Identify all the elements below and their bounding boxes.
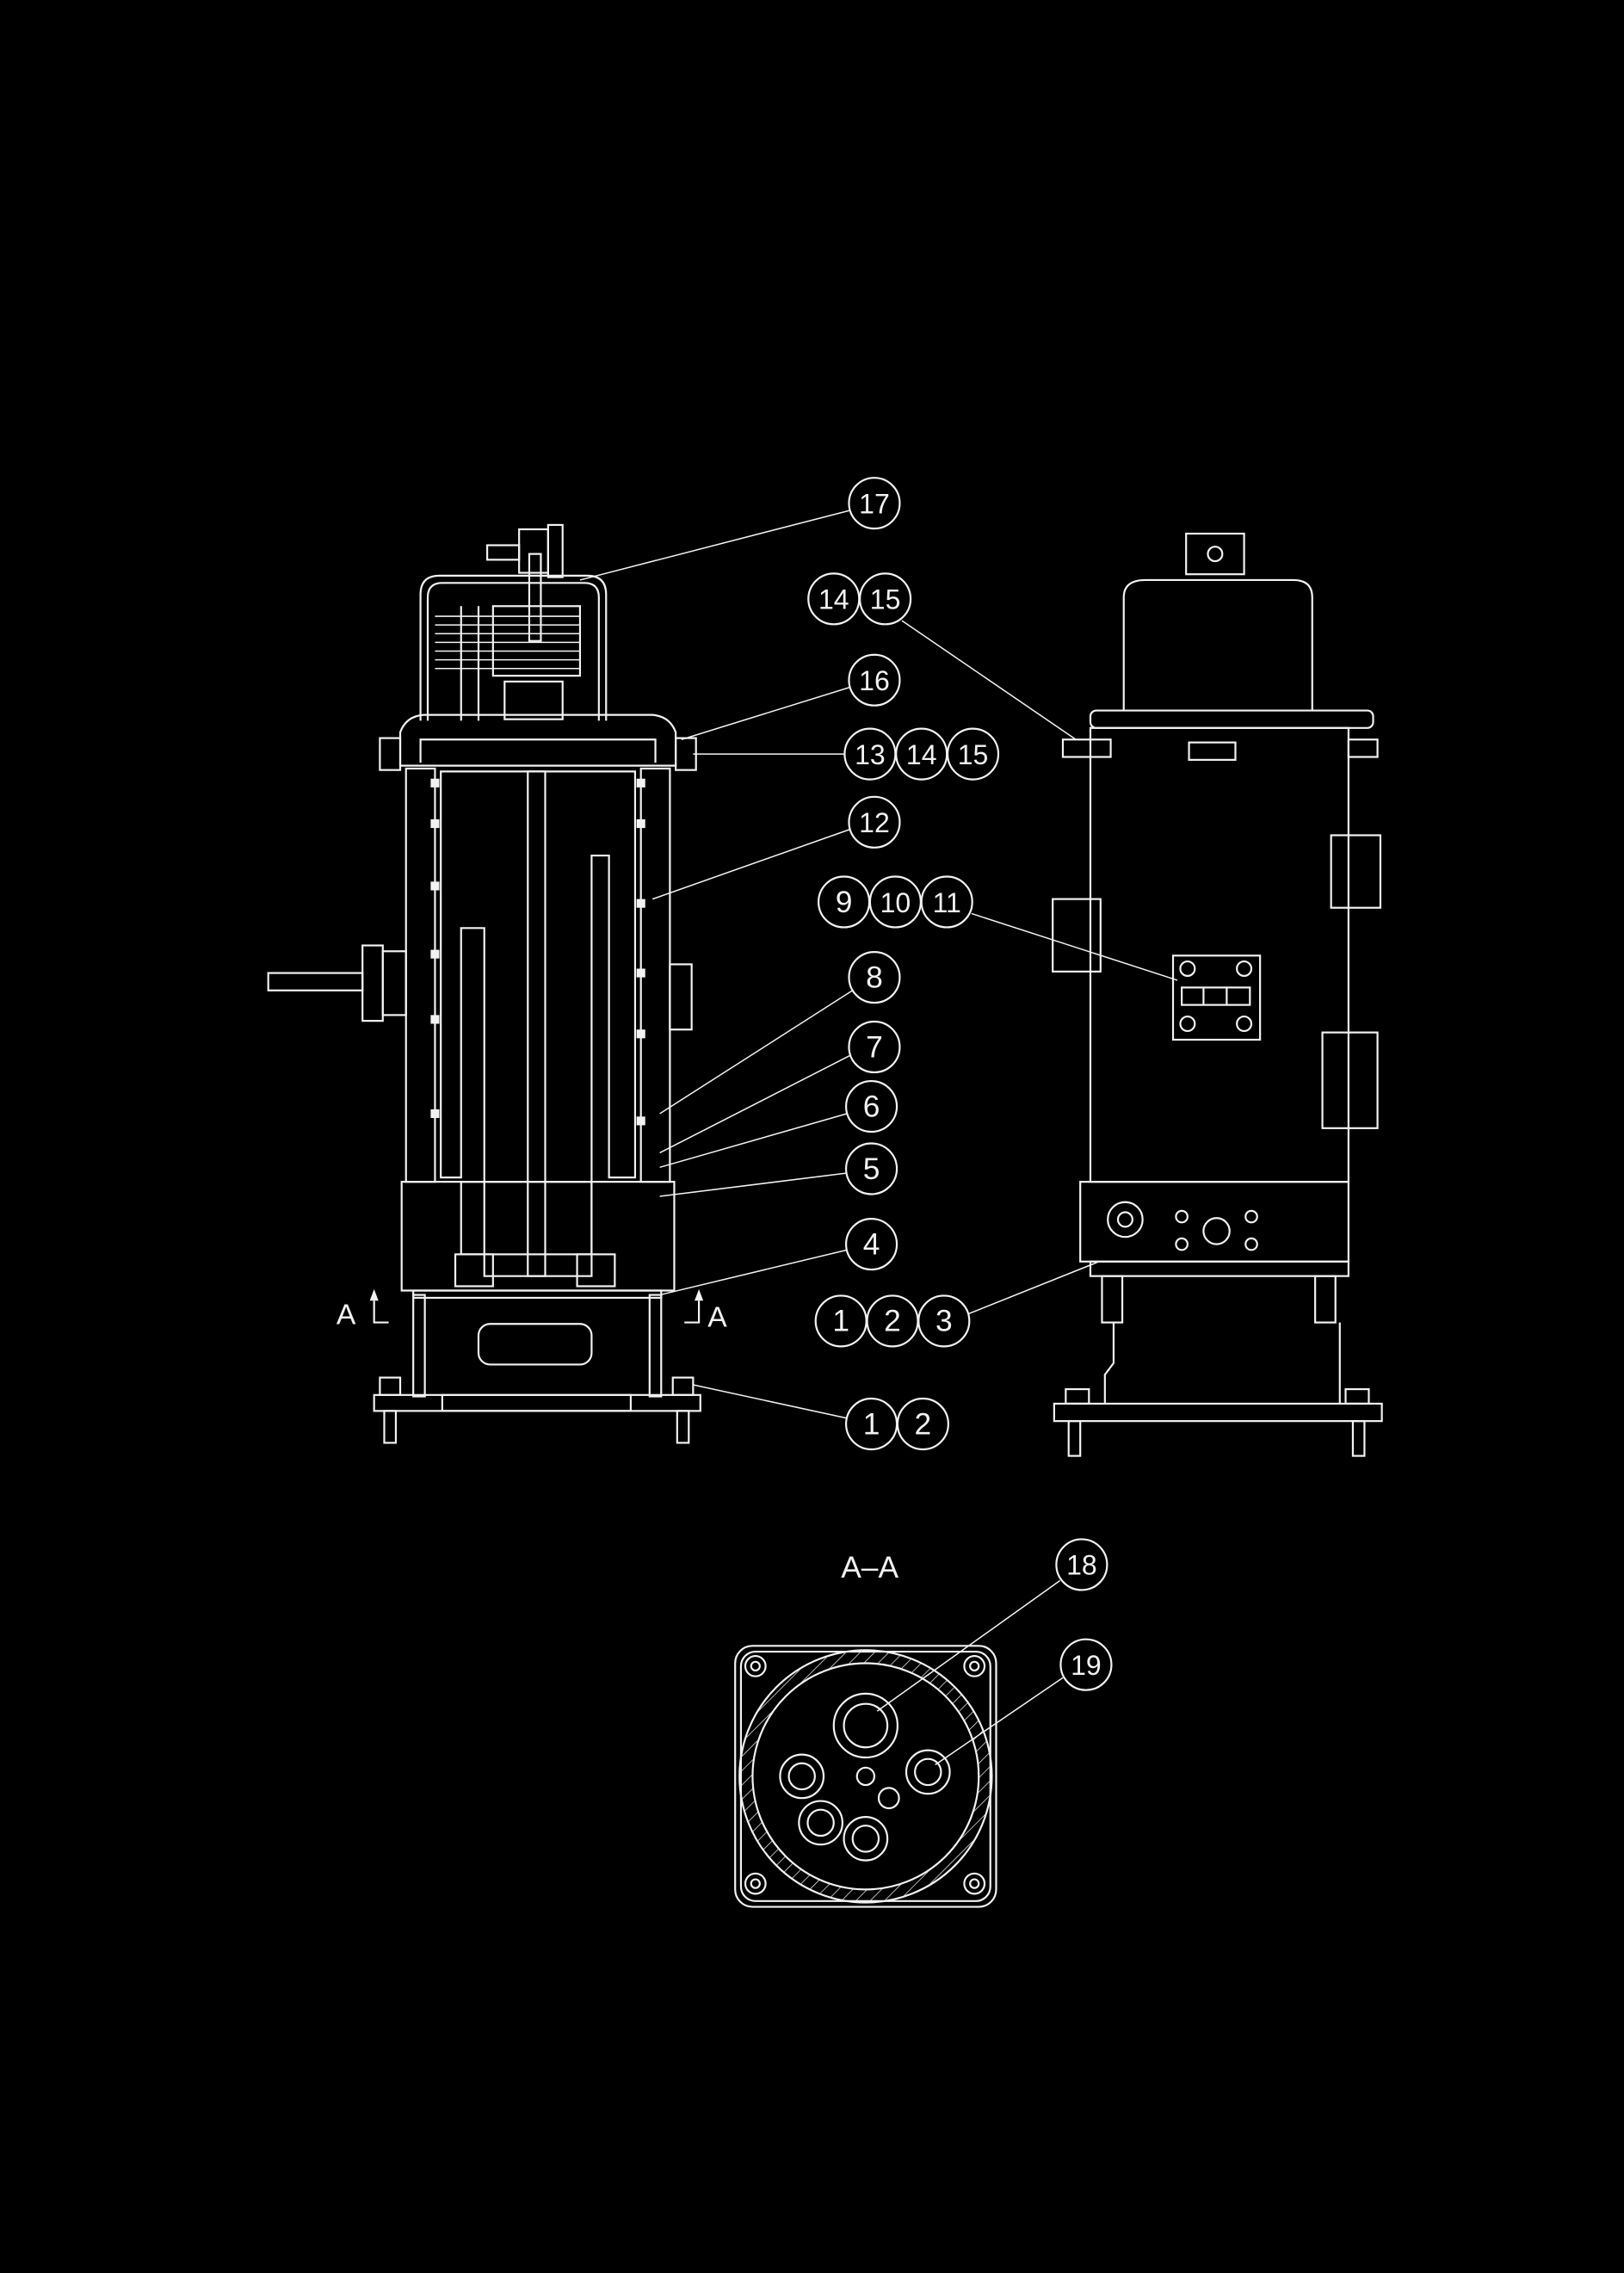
- balloon-circle: [848, 477, 901, 530]
- balloon-circle: [920, 875, 973, 929]
- cylinder-wall-left: [404, 767, 436, 1183]
- balloon-number: 3: [935, 1305, 953, 1338]
- upper-cover: [419, 574, 608, 721]
- balloon-circle: [844, 1142, 898, 1195]
- callout-16: 16: [681, 653, 901, 741]
- lower-block: [400, 1181, 676, 1292]
- balloon-number: 5: [863, 1152, 880, 1186]
- callout-13-14-15: 13 14 15: [693, 727, 1000, 781]
- balloon-number: 8: [866, 960, 883, 994]
- leader-line: [876, 1579, 1061, 1712]
- balloon-circle: [848, 795, 901, 849]
- piston: [440, 770, 637, 1277]
- balloon-circle: [946, 727, 1000, 781]
- top-flange: [398, 713, 677, 767]
- external-base-plate: [1053, 1402, 1383, 1423]
- balloon-number: 14: [818, 584, 849, 615]
- balloon-number: 11: [933, 887, 961, 918]
- base-plate: [373, 1393, 701, 1412]
- leader-line: [971, 912, 1178, 981]
- lower-manifold: [1079, 1181, 1349, 1263]
- balloon-number: 15: [958, 739, 989, 770]
- leader-line: [693, 1384, 848, 1419]
- leader-line: [659, 990, 854, 1115]
- section-view-title: A–A: [841, 1551, 898, 1584]
- balloon-circle: [1055, 1538, 1108, 1591]
- callout-17: 17: [579, 477, 901, 581]
- balloon-number: 2: [915, 1407, 932, 1441]
- balloon-number: 7: [866, 1030, 883, 1064]
- callout-18: 18: [876, 1538, 1108, 1712]
- external-view: [1052, 532, 1383, 1457]
- leader-line: [659, 1249, 848, 1296]
- callout-4: 4: [659, 1218, 898, 1296]
- sectional-view: A A: [267, 523, 727, 1444]
- balloon-number: 4: [863, 1227, 880, 1261]
- balloon-number: 18: [1066, 1550, 1097, 1581]
- balloon-number: 9: [836, 886, 853, 919]
- piston-rod: [527, 770, 546, 1277]
- callout-12: 12: [651, 795, 901, 900]
- balloon-circle: [844, 1079, 898, 1133]
- seal-rings: [430, 778, 645, 1126]
- section-a-a-view: A–A: [734, 1551, 997, 1908]
- callout-19: 19: [935, 1638, 1113, 1766]
- callout-9-10-11: 9 10 11: [817, 875, 1178, 981]
- section-mark-left: A: [337, 1288, 389, 1331]
- balloon-circle: [917, 1294, 971, 1348]
- spring-pack: [435, 605, 582, 721]
- balloon-circle: [844, 1218, 898, 1271]
- top-cover: [1122, 578, 1313, 711]
- leader-line: [681, 686, 850, 741]
- leader-line: [659, 1054, 850, 1154]
- balloon-circle: [848, 951, 901, 1004]
- balloon-number: 17: [859, 488, 890, 519]
- balloon-number: 16: [859, 665, 890, 696]
- balloon-circle: [859, 572, 912, 626]
- callout-7: 7: [659, 1020, 901, 1154]
- callout-1-2-3: 1 2 3: [814, 1261, 1100, 1348]
- stand-left: [412, 1294, 426, 1398]
- stand-right: [648, 1294, 663, 1398]
- corner-bolts: [744, 1654, 986, 1895]
- leader-line: [935, 1677, 1064, 1766]
- leader-line: [901, 620, 1077, 740]
- vent-valve: [486, 523, 564, 642]
- leader-line: [968, 1261, 1100, 1315]
- svg-text:A: A: [337, 1299, 356, 1331]
- port-nuts: [779, 1692, 951, 1862]
- balloon-number: 6: [863, 1090, 880, 1123]
- balloon-number: 2: [884, 1305, 901, 1338]
- balloon-circle: [848, 653, 901, 707]
- svg-text:A: A: [707, 1302, 727, 1334]
- callout-5: 5: [659, 1142, 898, 1197]
- balloon-number: 13: [855, 739, 886, 770]
- balloon-number: 1: [832, 1305, 849, 1338]
- section-mark-right: A: [684, 1288, 727, 1334]
- balloon-number: 1: [863, 1407, 880, 1441]
- balloon-number: 15: [870, 584, 901, 615]
- leader-line: [659, 1172, 848, 1197]
- balloon-circle: [1059, 1638, 1113, 1691]
- balloon-number: 10: [880, 887, 911, 918]
- balloon-circle: [896, 1397, 949, 1451]
- callout-8: 8: [659, 951, 901, 1115]
- callout-6: 6: [659, 1079, 898, 1169]
- balloon-number: 19: [1071, 1650, 1102, 1681]
- leader-line: [659, 1113, 848, 1169]
- callout-14-15: 14 15: [807, 572, 1077, 740]
- leader-line: [579, 510, 850, 581]
- balloon-number: 12: [859, 807, 890, 838]
- balloon-circle: [848, 1020, 901, 1074]
- side-port-pipe: [267, 972, 364, 991]
- valve-plate: [1171, 954, 1262, 1041]
- balloon-number: 14: [906, 739, 937, 770]
- leader-line: [651, 829, 850, 900]
